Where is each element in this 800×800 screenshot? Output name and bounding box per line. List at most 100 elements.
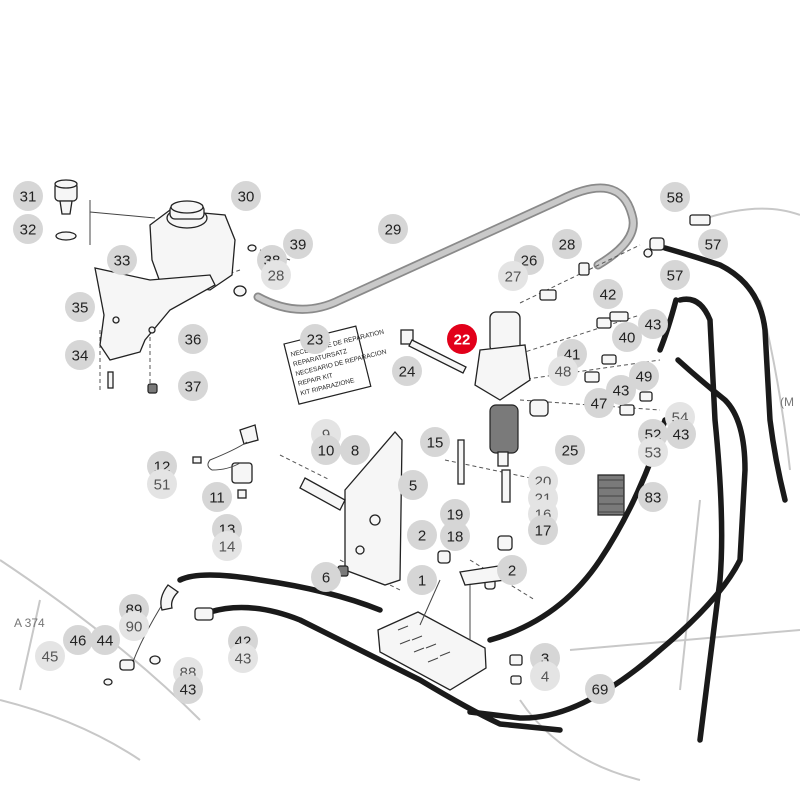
callout-circle <box>638 309 668 339</box>
callout-circle <box>606 375 636 405</box>
callout-circle <box>283 229 313 259</box>
callout-circle <box>119 611 149 641</box>
line-fittings <box>584 214 711 416</box>
callout-circle <box>407 565 437 595</box>
callout-number: 23 <box>307 332 324 349</box>
callout-circle <box>311 435 341 465</box>
callout-circle <box>300 324 330 354</box>
lower-fittings <box>103 584 523 686</box>
callout-circle <box>178 324 208 354</box>
callout-number: 2 <box>508 563 516 580</box>
callout[interactable]: 48 <box>548 356 578 386</box>
callout[interactable]: 4 <box>530 661 560 691</box>
callout[interactable]: 2 <box>497 555 527 585</box>
callout-number: 33 <box>114 253 131 270</box>
callout[interactable]: 42 <box>593 279 623 309</box>
callout[interactable]: 32 <box>13 214 43 244</box>
callout-number: 1 <box>418 573 426 590</box>
callout[interactable]: 69 <box>585 674 615 704</box>
callout-circle <box>35 641 65 671</box>
callout-circle <box>660 260 690 290</box>
callout-number: 47 <box>591 396 608 413</box>
callout-number: 39 <box>290 237 307 254</box>
callout[interactable]: 90 <box>119 611 149 641</box>
callout[interactable]: 39 <box>283 229 313 259</box>
callout[interactable]: 44 <box>90 625 120 655</box>
callout[interactable]: 15 <box>420 427 450 457</box>
callout[interactable]: 43 <box>638 309 668 339</box>
callout[interactable]: 25 <box>555 435 585 465</box>
callout[interactable]: 8 <box>340 435 370 465</box>
callout-number: 34 <box>72 348 89 365</box>
callout[interactable]: 33 <box>107 245 137 275</box>
callout[interactable]: 47 <box>584 388 614 418</box>
page-reference-left: A 374 <box>14 616 45 630</box>
callout-number: 43 <box>645 317 662 334</box>
callout[interactable]: 37 <box>178 371 208 401</box>
callout-circle <box>65 292 95 322</box>
callout-number: 44 <box>97 633 114 650</box>
callout[interactable]: 19 <box>440 499 470 529</box>
callout[interactable]: 10 <box>311 435 341 465</box>
callout-number: 18 <box>447 529 464 546</box>
callout-number: 43 <box>613 383 630 400</box>
callout[interactable]: 43 <box>173 674 203 704</box>
callout[interactable]: 51 <box>147 469 177 499</box>
callout[interactable]: 28 <box>552 229 582 259</box>
callout[interactable]: 34 <box>65 340 95 370</box>
callout[interactable]: 17 <box>528 515 558 545</box>
reservoir-cap <box>54 179 78 241</box>
callout[interactable]: 29 <box>378 214 408 244</box>
callout[interactable]: 18 <box>440 521 470 551</box>
callout[interactable]: 28 <box>261 260 291 290</box>
callout-number: 29 <box>385 222 402 239</box>
callout-highlighted[interactable]: 22 <box>447 324 477 354</box>
callout-circle <box>555 435 585 465</box>
repair-kit-label: NECESSAIRE DE REPARATION REPARATURSATZ N… <box>283 325 388 405</box>
callout[interactable]: 36 <box>178 324 208 354</box>
callout[interactable]: 83 <box>638 482 668 512</box>
callout[interactable]: 57 <box>698 229 728 259</box>
callout-circle <box>552 229 582 259</box>
callout[interactable]: 27 <box>498 261 528 291</box>
callout[interactable]: 43 <box>228 643 258 673</box>
callout-circle <box>178 371 208 401</box>
hydraulic-lines <box>129 245 788 743</box>
brake-light-switch <box>192 424 259 499</box>
callout-circle <box>378 214 408 244</box>
callout[interactable]: 24 <box>392 356 422 386</box>
callout-circle <box>698 229 728 259</box>
callout-circle <box>231 181 261 211</box>
callout[interactable]: 23 <box>300 324 330 354</box>
callout[interactable]: 2 <box>407 520 437 550</box>
page-reference-right: (M <box>780 395 794 409</box>
callout-number: 8 <box>351 443 359 460</box>
callout[interactable]: 6 <box>311 562 341 592</box>
brake-pedal-pad <box>377 579 487 691</box>
callout[interactable]: 49 <box>629 361 659 391</box>
callout[interactable]: 1 <box>407 565 437 595</box>
callout-circle <box>90 625 120 655</box>
callout[interactable]: 5 <box>398 470 428 500</box>
callout[interactable]: 58 <box>660 182 690 212</box>
callout[interactable]: 53 <box>638 437 668 467</box>
callout-circle <box>407 520 437 550</box>
callout[interactable]: 31 <box>13 181 43 211</box>
callout[interactable]: 35 <box>65 292 95 322</box>
callout[interactable]: 11 <box>202 482 232 512</box>
callout[interactable]: 43 <box>666 419 696 449</box>
callout[interactable]: 40 <box>612 322 642 352</box>
callout-number: 57 <box>667 268 684 285</box>
callout[interactable]: 14 <box>212 531 242 561</box>
callout[interactable]: 30 <box>231 181 261 211</box>
callout[interactable]: 46 <box>63 625 93 655</box>
callout-circle <box>212 531 242 561</box>
callout[interactable]: 57 <box>660 260 690 290</box>
callout-circle <box>173 674 203 704</box>
callout-circle <box>13 181 43 211</box>
callout[interactable]: 43 <box>606 375 636 405</box>
callout-circle <box>585 674 615 704</box>
callout-number: 83 <box>645 490 662 507</box>
callout-number: 40 <box>619 330 636 347</box>
callout[interactable]: 45 <box>35 641 65 671</box>
